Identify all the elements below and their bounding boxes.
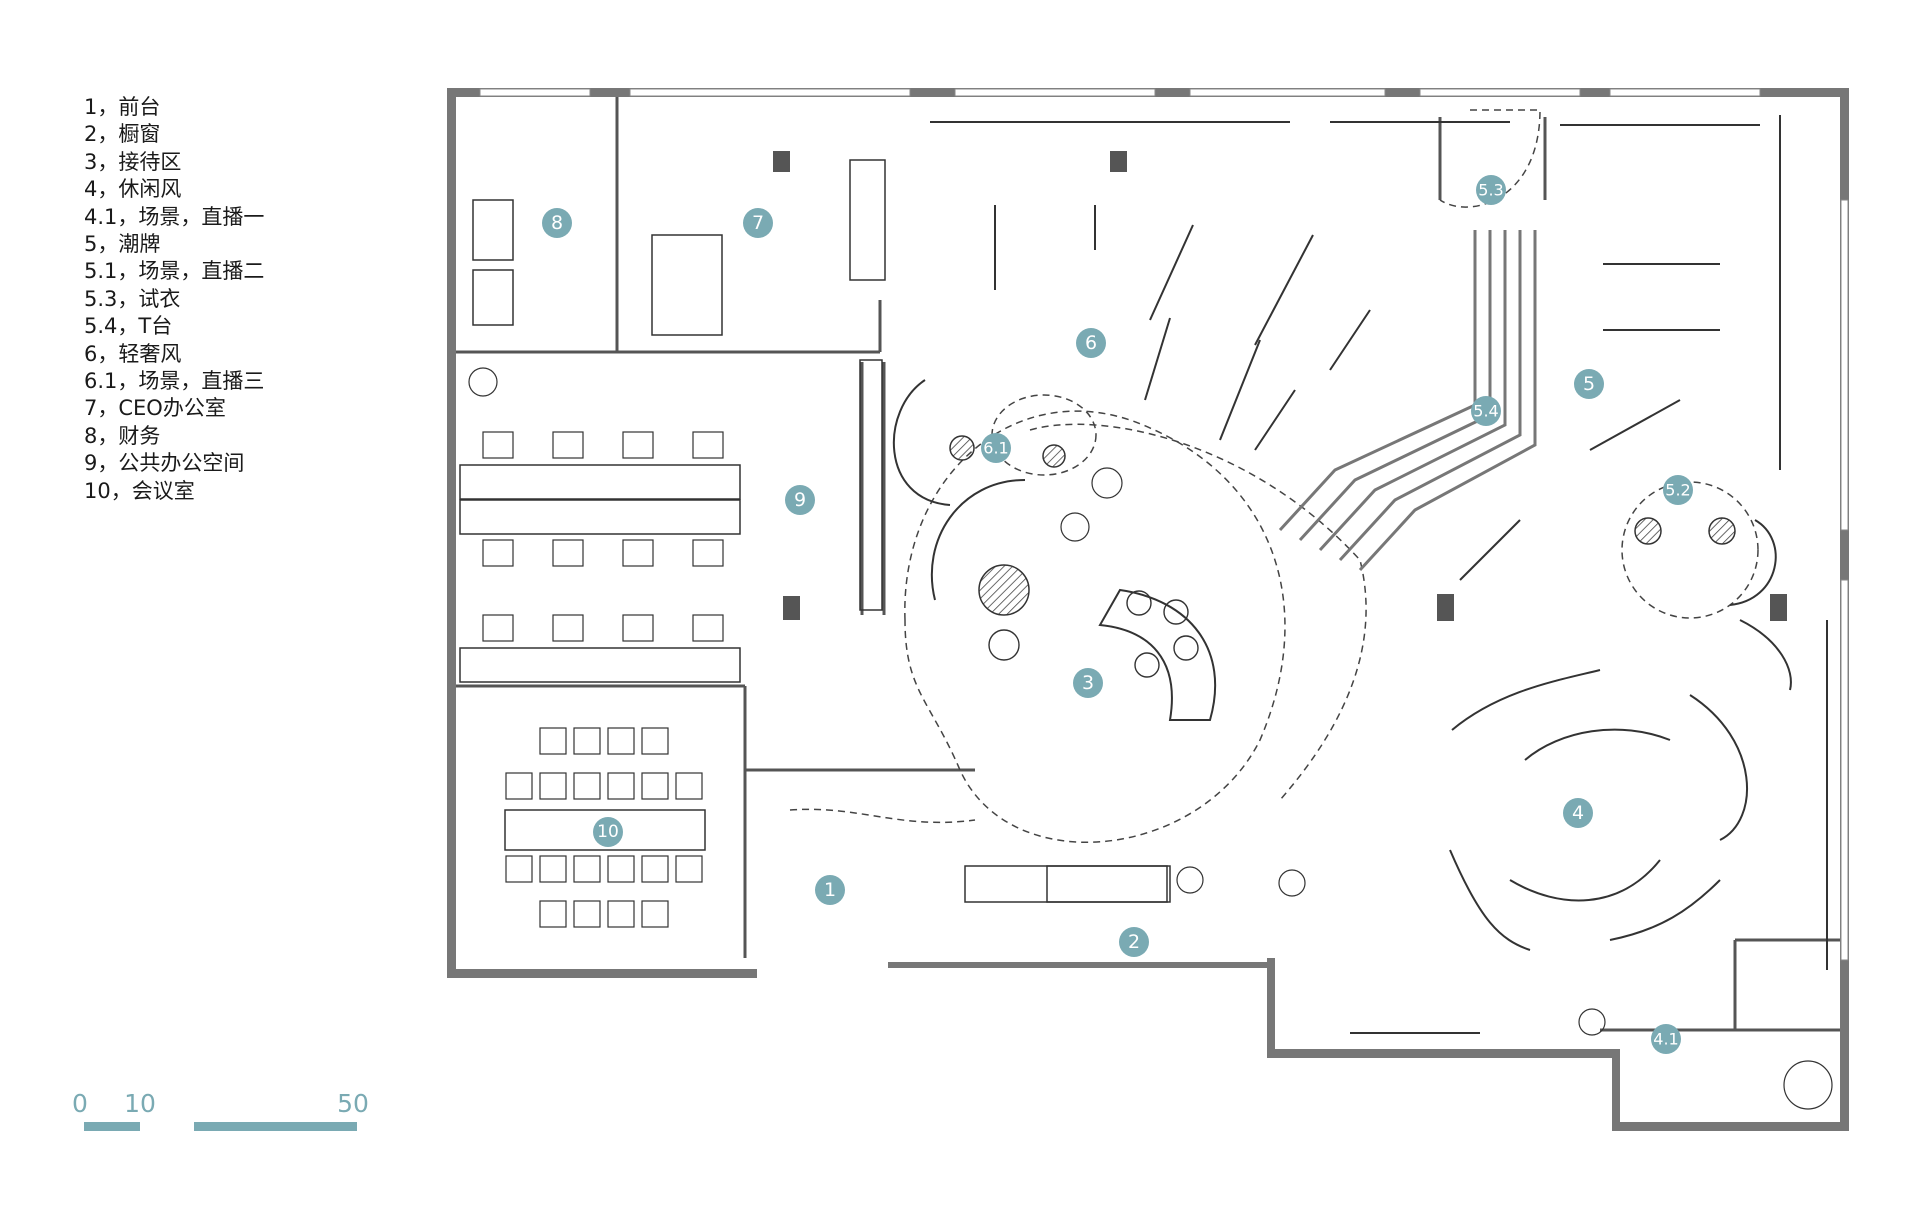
exterior-walls <box>447 88 1849 1131</box>
room-number-label: 4.1 <box>1653 1030 1678 1049</box>
room-number-label: 9 <box>794 489 806 511</box>
room-number-label: 2 <box>1128 931 1140 953</box>
room-number-label: 10 <box>597 822 619 842</box>
room-number-label: 7 <box>752 212 764 234</box>
legend-item: 5.4，T台 <box>84 314 173 339</box>
legend-item: 7，CEO办公室 <box>84 396 226 421</box>
sofas <box>892 379 1792 721</box>
legend-item: 5.3，试衣 <box>84 286 181 311</box>
room-number-label: 3 <box>1082 672 1094 694</box>
room-legend: 1，前台 2，橱窗 3，接待区 4，休闲风 4.1，场景，直播一 5，潮牌 5.… <box>84 94 264 505</box>
legend-item: 5，潮牌 <box>84 232 161 257</box>
legend-item: 10，会议室 <box>84 478 195 503</box>
zone-outlines <box>789 109 1759 843</box>
plants <box>468 367 1833 1110</box>
legend-item: 6，轻奢风 <box>84 341 182 366</box>
windows <box>479 88 1849 961</box>
room-number-label: 4 <box>1572 802 1584 824</box>
legend-item: 2，橱窗 <box>84 122 161 147</box>
legend-item: 8，财务 <box>84 423 161 448</box>
columns <box>773 151 1787 621</box>
legend-item: 4.1，场景，直播一 <box>84 204 265 229</box>
room-number-label: 5 <box>1583 373 1595 395</box>
room-number-markers: 1 2 3 4 4.1 5 5.2 5.3 5.4 6 6.1 7 8 9 10 <box>542 175 1693 1054</box>
room-number-label: 1 <box>824 879 836 901</box>
round-tables <box>949 435 1736 616</box>
room-number-label: 6 <box>1085 332 1097 354</box>
conference-chairs <box>505 727 703 928</box>
workstation-chairs <box>482 431 724 642</box>
clothing-racks <box>930 115 1828 1034</box>
legend-item: 9，公共办公空间 <box>84 451 245 476</box>
room-number-label: 5.3 <box>1478 181 1503 200</box>
room-number-label: 5.2 <box>1665 481 1690 500</box>
legend-item: 4，休闲风 <box>84 177 182 202</box>
room-number-label: 6.1 <box>983 439 1008 458</box>
legend-item: 5.1，场景，直播二 <box>84 259 265 284</box>
runway-stage <box>1278 230 1537 572</box>
reception-chairs <box>988 590 1199 678</box>
legend-item: 6.1，场景，直播三 <box>84 369 265 394</box>
room-number-label: 8 <box>551 212 563 234</box>
office-furniture <box>459 159 1171 903</box>
legend-item: 1，前台 <box>84 95 161 119</box>
legend-item: 3，接待区 <box>84 149 182 174</box>
room-number-label: 5.4 <box>1473 402 1498 421</box>
interior-partitions <box>456 97 1840 1032</box>
